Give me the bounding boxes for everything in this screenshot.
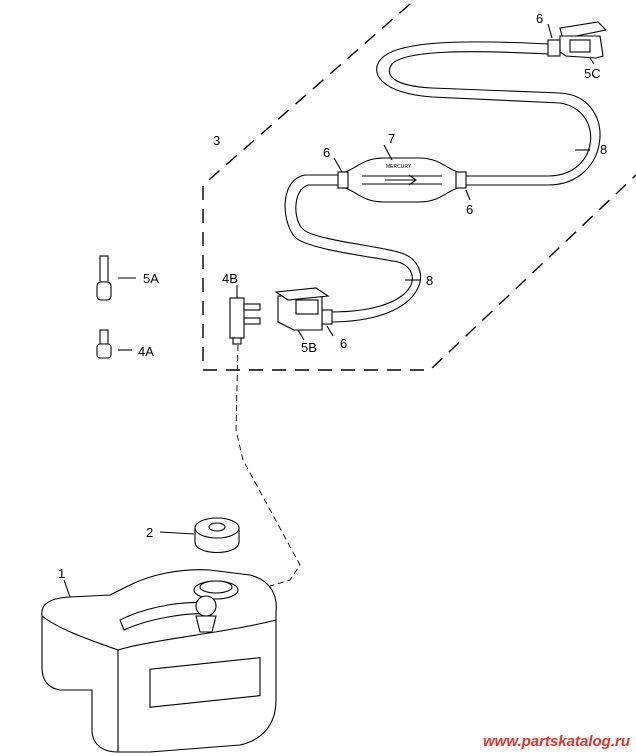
label-6-bulb-right: 6 (466, 202, 473, 217)
label-4b: 4B (222, 271, 238, 286)
label-6-top: 6 (536, 11, 543, 26)
label-8-lower: 8 (426, 273, 433, 288)
label-6-bottom: 6 (340, 336, 347, 351)
watermark[interactable]: www.partskatalog.ru (483, 733, 630, 750)
fitting-4a (96, 329, 112, 359)
fitting-4b (229, 297, 261, 345)
connector-5b (274, 287, 333, 331)
label-8-upper: 8 (600, 142, 607, 157)
label-5a: 5A (143, 271, 159, 286)
callout-lines (63, 23, 595, 598)
label-1: 1 (58, 566, 65, 581)
primer-bulb: MERCURY (337, 157, 467, 203)
label-5b: 5B (301, 340, 317, 355)
label-6-bulb-left: 6 (323, 145, 330, 160)
connection-guide-line (235, 344, 301, 596)
label-7: 7 (388, 131, 395, 146)
label-5c: 5C (584, 66, 601, 81)
fitting-5a (96, 255, 112, 301)
tank-cap (194, 517, 240, 553)
bulb-marking: MERCURY (386, 164, 412, 170)
label-4a: 4A (138, 344, 154, 359)
label-3: 3 (213, 133, 220, 148)
connector-5c (547, 21, 608, 59)
fuel-tank (41, 569, 277, 753)
label-2: 2 (146, 525, 153, 540)
